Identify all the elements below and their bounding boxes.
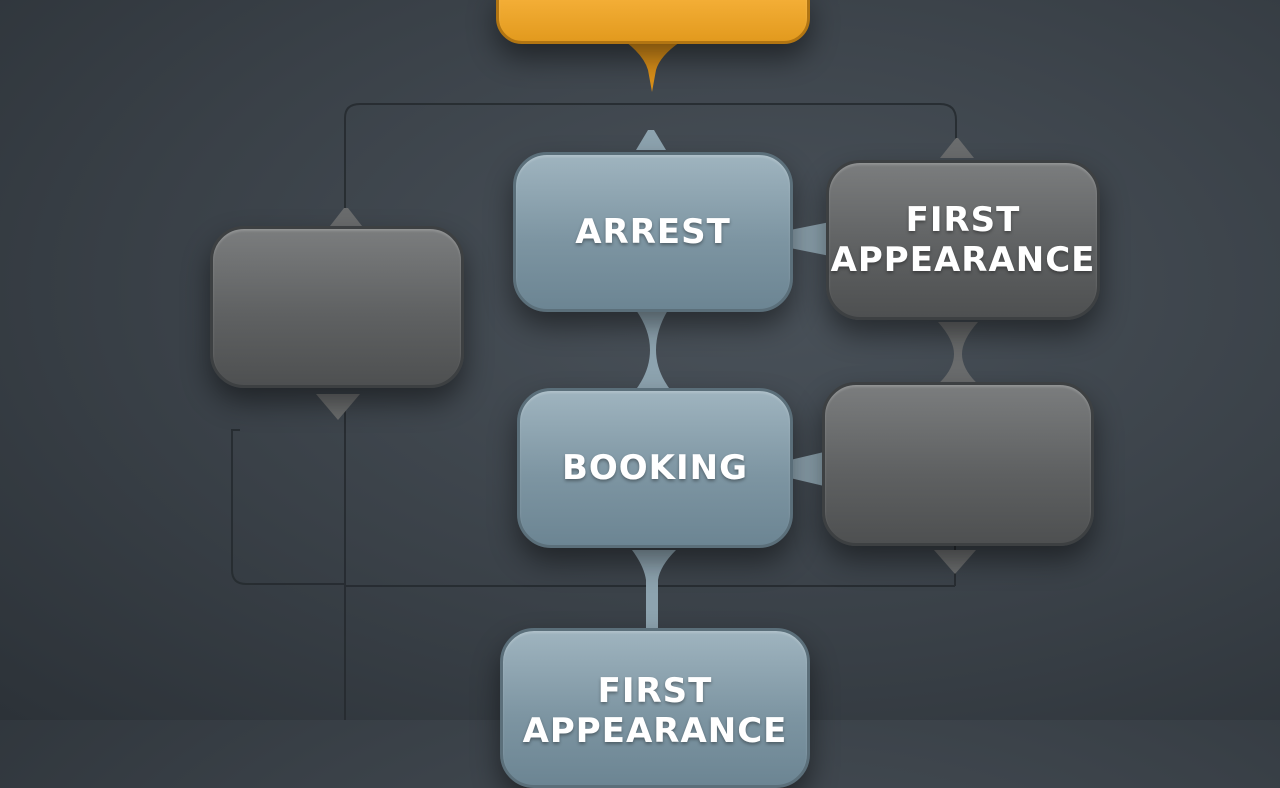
arrest-box: ARREST [513, 152, 793, 312]
right-lower-bottom-arrow [934, 550, 976, 574]
first-appearance-box-bottom: FIRST APPEARANCE [500, 628, 810, 788]
left-process-box [210, 226, 464, 388]
left-box-bottom-arrow [316, 394, 360, 420]
arrest-top-stem [636, 130, 666, 150]
top-branch-line [344, 103, 957, 220]
booking-bottom-connector [632, 550, 676, 640]
connector-lines [231, 42, 980, 720]
top-process-box [496, 0, 810, 44]
left-loop-line [231, 429, 345, 585]
booking-box: BOOKING [517, 388, 793, 548]
right-boxes-connector [936, 322, 980, 386]
first-appearance-label-right: FIRST APPEARANCE [830, 200, 1096, 280]
arrest-label: ARREST [575, 212, 731, 252]
booking-right-connector [790, 452, 824, 486]
flowchart-diagram: ARREST FIRST APPEARANCE BOOKING FIRST AP… [210, 0, 1100, 788]
orange-stem-arrow [626, 42, 680, 92]
arrest-right-connector [790, 222, 830, 256]
first-appearance-box-right: FIRST APPEARANCE [826, 160, 1100, 320]
left-box-top-stem [330, 208, 362, 226]
first-appearance-label-bottom: FIRST APPEARANCE [522, 671, 788, 751]
right-lower-process-box [822, 382, 1094, 546]
arrest-booking-connector [634, 310, 672, 392]
first-appearance-top-stem [940, 138, 974, 158]
booking-label: BOOKING [561, 448, 749, 488]
